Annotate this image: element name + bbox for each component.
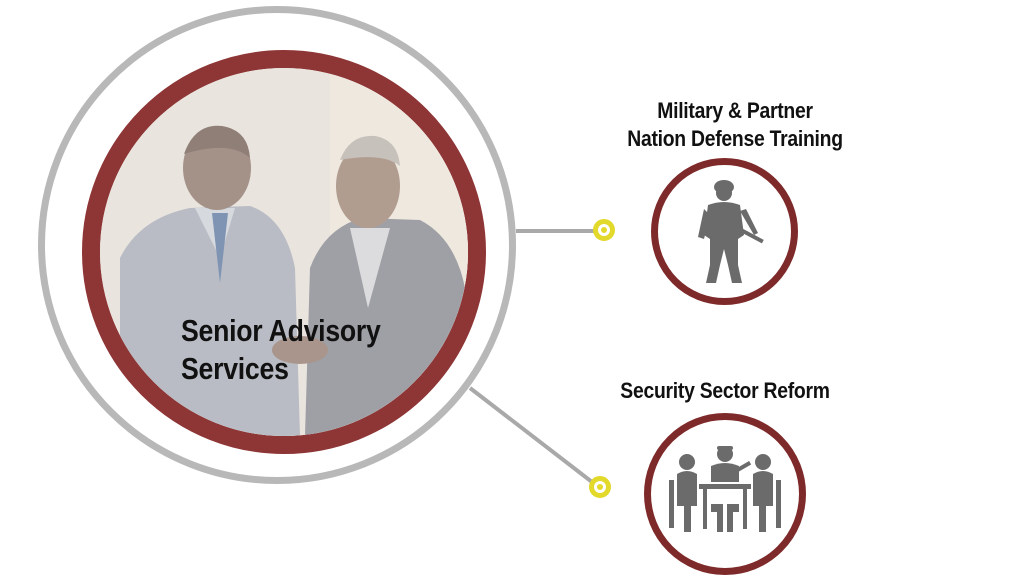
- branch-security-node: [589, 476, 611, 498]
- branch-security-line1: Security Sector Reform: [620, 378, 830, 403]
- main-photo-ring: [82, 50, 486, 454]
- center-title-line1: Senior Advisory: [181, 313, 381, 348]
- branch-military-ring: [651, 158, 798, 305]
- two-men-handshake-photo: [100, 68, 468, 436]
- meeting-table-icon: [669, 446, 781, 532]
- branch-military-label: Military & Partner Nation Defense Traini…: [607, 97, 862, 153]
- branch-security-ring: [644, 413, 806, 575]
- branch-military-line1: Military & Partner: [657, 98, 813, 123]
- branch-military-node: [593, 219, 615, 241]
- branch-security-label: Security Sector Reform: [597, 377, 852, 405]
- connector-security: [468, 386, 594, 484]
- center-title-line2: Services: [181, 351, 289, 386]
- branch-military-line2: Nation Defense Training: [627, 126, 843, 151]
- soldier-icon: [698, 180, 764, 283]
- center-title: Senior Advisory Services: [181, 312, 381, 388]
